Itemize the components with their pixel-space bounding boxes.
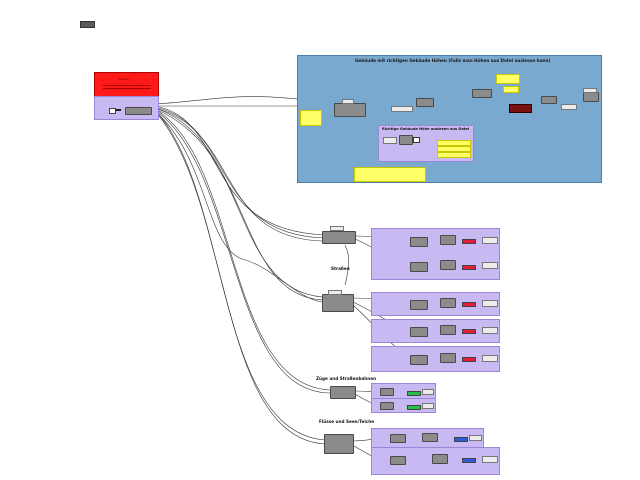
wire <box>154 108 324 301</box>
wire <box>344 244 350 286</box>
source-node[interactable] <box>125 107 152 115</box>
cluster-node[interactable] <box>422 433 438 442</box>
warning-line <box>103 88 151 89</box>
cluster-node[interactable] <box>410 262 428 272</box>
yellow-panel-left[interactable] <box>300 110 322 126</box>
warning-text: Warnung <box>119 78 129 81</box>
green-swatch[interactable] <box>407 391 421 396</box>
output-param[interactable] <box>482 327 498 334</box>
output-param[interactable] <box>422 403 434 409</box>
streets-node-1-label <box>330 226 344 231</box>
cluster-node[interactable] <box>410 327 428 337</box>
main-node-label <box>342 99 354 104</box>
streets-label: Straßen <box>331 266 350 271</box>
param-node[interactable] <box>391 106 413 112</box>
output-node[interactable] <box>583 92 599 102</box>
red-swatch[interactable] <box>462 329 476 334</box>
cluster-node[interactable] <box>410 355 428 365</box>
process-node-2[interactable] <box>472 89 492 98</box>
red-warning-group[interactable]: Warnung <box>94 72 159 98</box>
inner-node[interactable] <box>399 135 413 145</box>
cluster-node[interactable] <box>440 353 456 363</box>
wire <box>154 105 326 236</box>
cluster-node[interactable] <box>410 300 428 310</box>
cluster-node[interactable] <box>390 456 406 465</box>
rivers-node[interactable] <box>324 434 354 454</box>
toggle-param[interactable] <box>109 108 116 114</box>
blue-swatch[interactable] <box>462 458 476 463</box>
inner-group-title: Richtige Gebäude Höhe auslesen aus Datei <box>382 127 470 131</box>
dark-red-node[interactable] <box>509 104 532 113</box>
wire <box>154 108 331 391</box>
cluster-node[interactable] <box>440 298 456 308</box>
toggle-connector <box>115 109 121 111</box>
inner-panel[interactable] <box>437 140 471 146</box>
wire <box>154 109 331 394</box>
process-node-3[interactable] <box>541 96 557 104</box>
cluster-node[interactable] <box>440 325 456 335</box>
output-label <box>583 88 597 93</box>
output-param[interactable] <box>422 389 434 395</box>
red-swatch[interactable] <box>462 357 476 362</box>
blue-swatch[interactable] <box>454 437 468 442</box>
rivers-label: Flüsse und Seen/Teiche <box>319 419 375 424</box>
cluster-node[interactable] <box>432 454 448 464</box>
output-param[interactable] <box>482 262 498 269</box>
streets-group-1[interactable] <box>371 228 500 280</box>
output-param[interactable] <box>469 435 482 441</box>
building-heights-group[interactable]: Gebäude mit richtigen Gebäude Höhen (Fal… <box>297 55 602 183</box>
output-param[interactable] <box>482 456 498 463</box>
wire <box>154 107 326 242</box>
trains-label: Züge und Straßenbahnen <box>316 376 377 381</box>
streets-group-3[interactable] <box>371 319 500 343</box>
wire <box>154 110 323 303</box>
main-node[interactable] <box>334 103 366 117</box>
yellow-panel-small[interactable] <box>503 86 519 93</box>
cluster-node[interactable] <box>390 434 406 443</box>
param-node-2[interactable] <box>561 104 577 110</box>
streets-node-2[interactable] <box>322 294 354 312</box>
rivers-group-1[interactable] <box>371 428 484 448</box>
source-group[interactable] <box>94 96 159 120</box>
wire <box>154 110 326 445</box>
output-param[interactable] <box>482 300 498 307</box>
red-swatch[interactable] <box>462 302 476 307</box>
streets-group-2[interactable] <box>371 292 500 316</box>
red-swatch[interactable] <box>462 239 476 244</box>
cluster-node[interactable] <box>380 388 394 396</box>
trains-group-2[interactable] <box>371 398 436 413</box>
cluster-node[interactable] <box>410 237 428 247</box>
cluster-node[interactable] <box>440 235 456 245</box>
red-swatch[interactable] <box>462 265 476 270</box>
output-param[interactable] <box>482 237 498 244</box>
output-param[interactable] <box>482 355 498 362</box>
height-read-group[interactable]: Richtige Gebäude Höhe auslesen aus Datei <box>378 125 474 162</box>
inner-small-param[interactable] <box>413 137 420 143</box>
inner-panel[interactable] <box>437 146 471 152</box>
streets-node-1[interactable] <box>322 231 356 244</box>
inner-param[interactable] <box>383 137 397 144</box>
trains-node[interactable] <box>330 386 356 399</box>
streets-node-2-label <box>328 290 342 295</box>
green-swatch[interactable] <box>407 405 421 410</box>
trains-group-1[interactable] <box>371 383 436 399</box>
rivers-group-2[interactable] <box>371 447 500 475</box>
top-left-node[interactable] <box>80 21 95 28</box>
wire <box>154 106 326 239</box>
cluster-node[interactable] <box>380 402 394 410</box>
inner-panel[interactable] <box>437 152 471 158</box>
warning-line <box>103 85 151 86</box>
process-node[interactable] <box>416 98 434 107</box>
streets-group-4[interactable] <box>371 346 500 372</box>
yellow-panel-bottom[interactable] <box>354 167 426 182</box>
cluster-node[interactable] <box>440 260 456 270</box>
yellow-panel-top[interactable] <box>496 74 520 84</box>
blue-group-title: Gebäude mit richtigen Gebäude Höhen (Fal… <box>355 58 551 63</box>
